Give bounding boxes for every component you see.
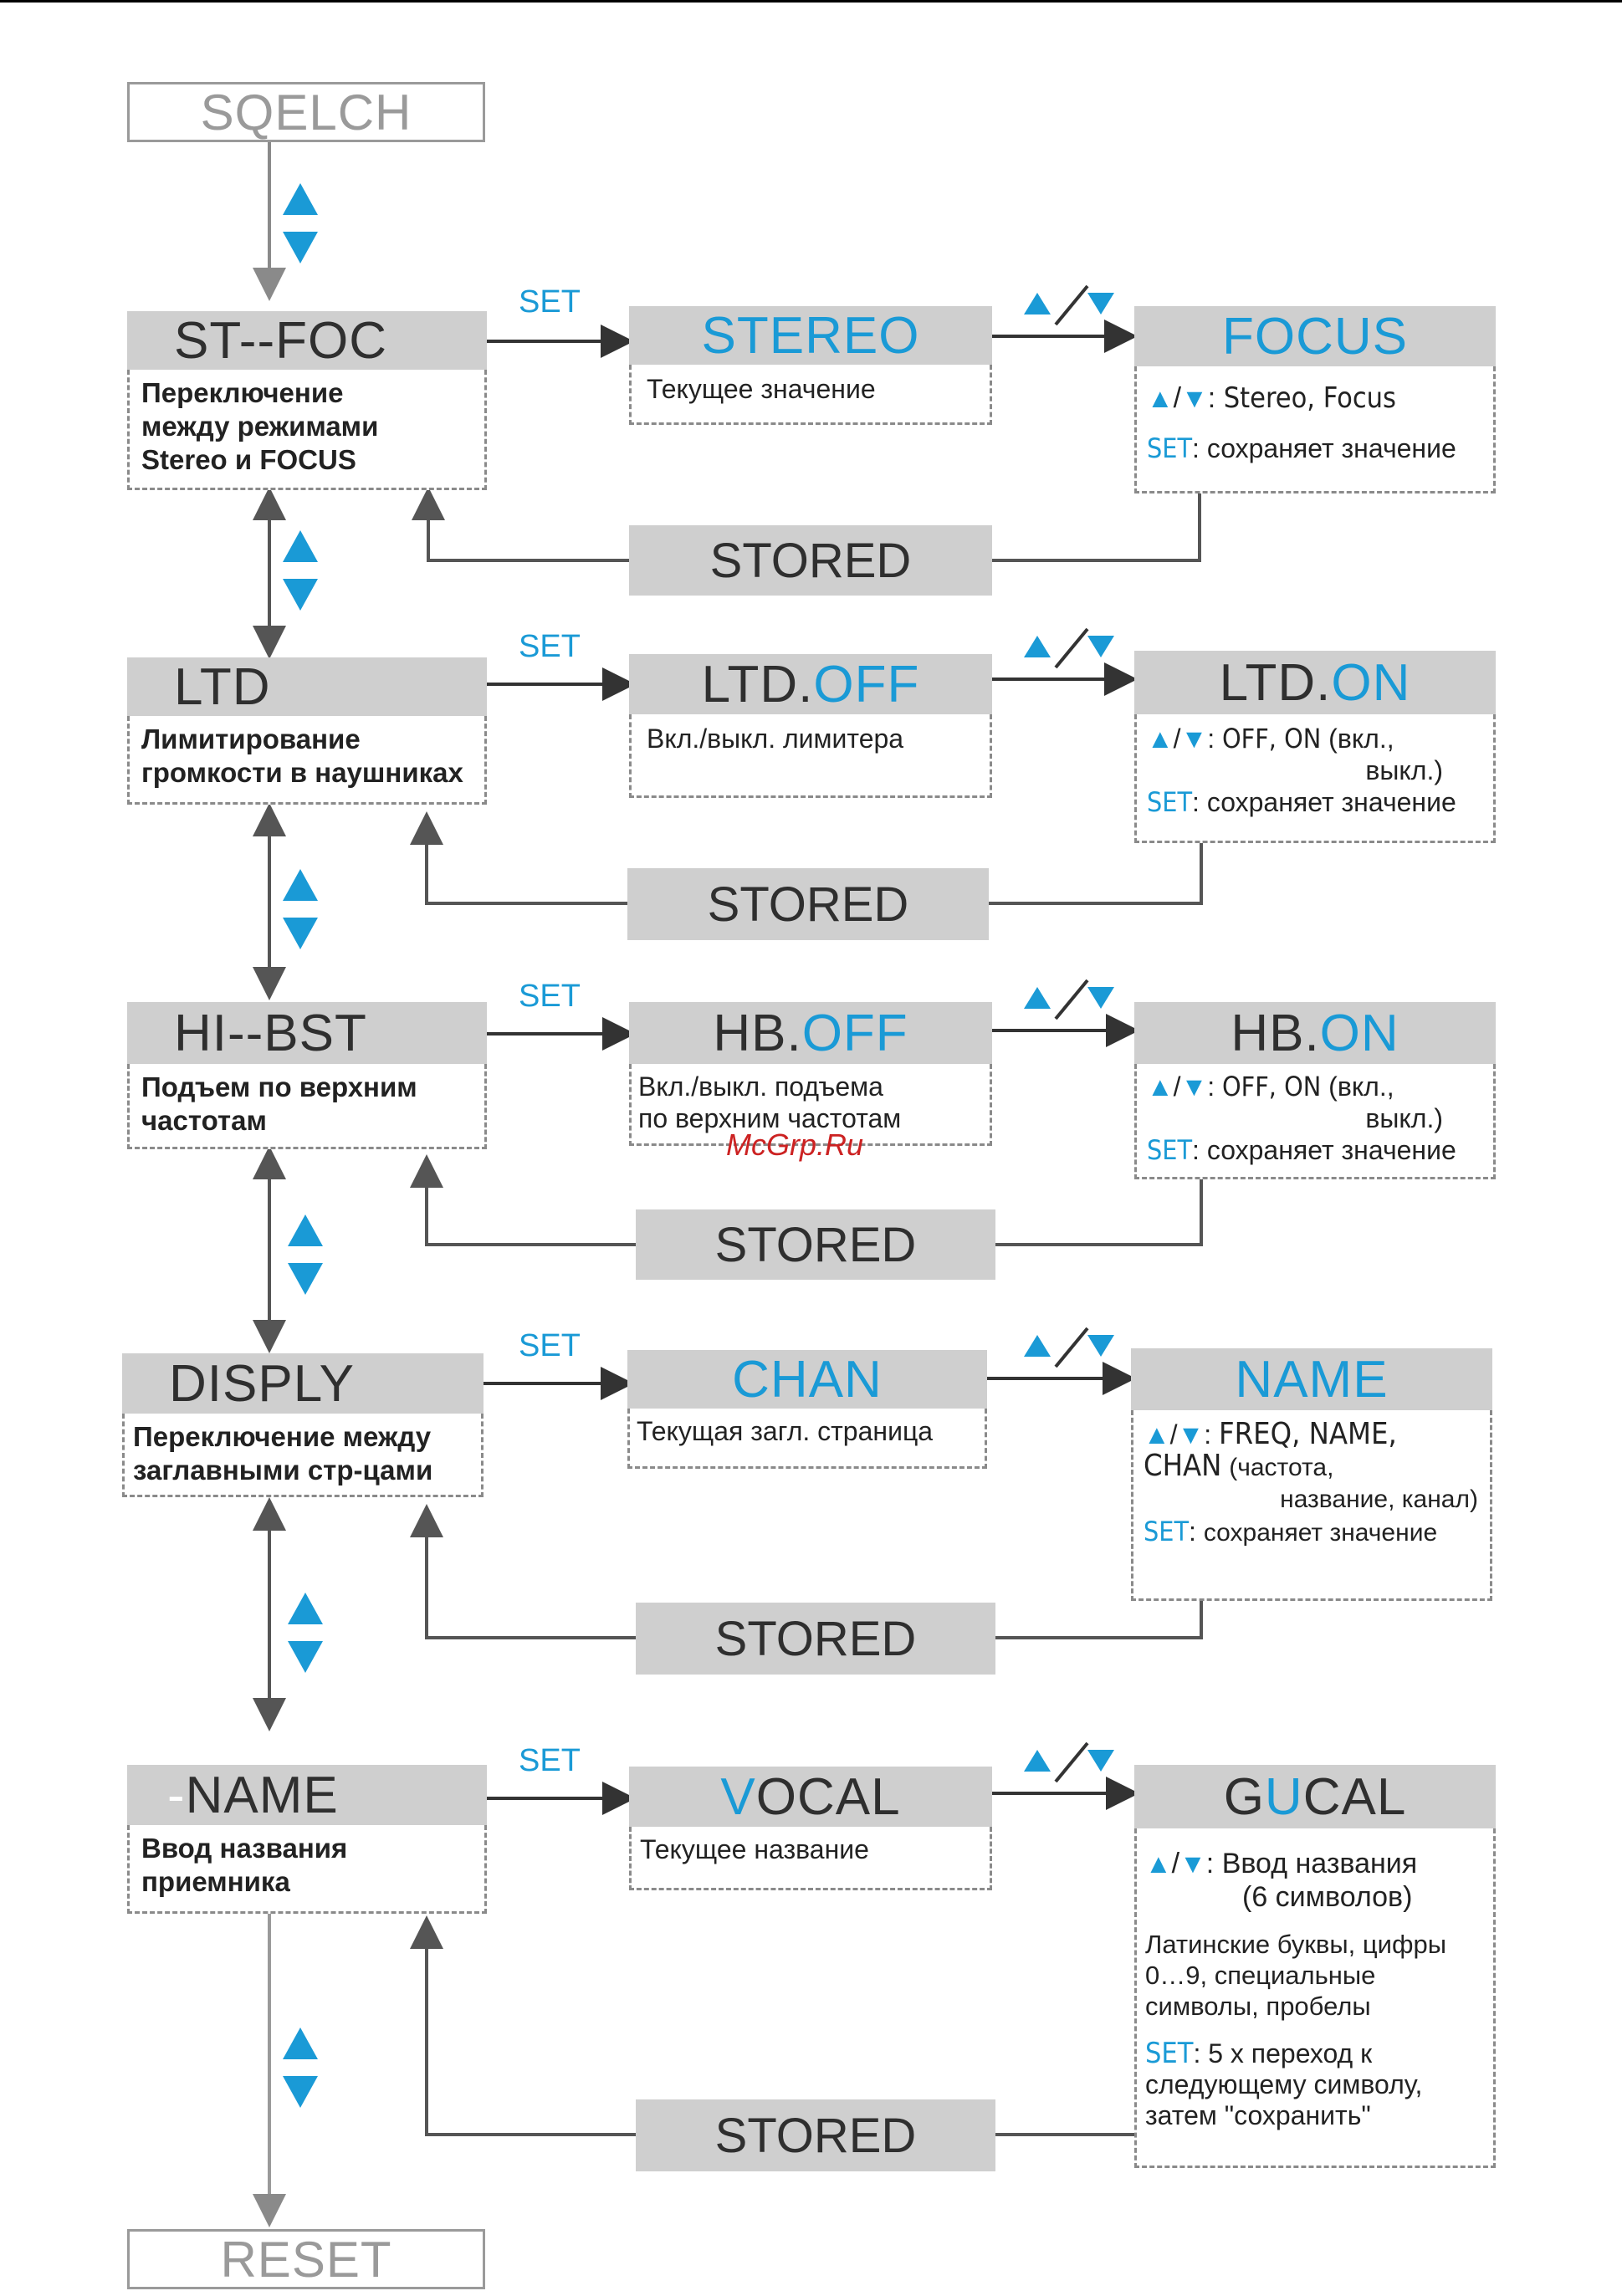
set-label: SET (519, 284, 581, 320)
down-arrow-icon: ▼ (1181, 383, 1208, 413)
set-label: SET (519, 1328, 581, 1363)
down-arrow-icon: ▼ (1177, 1419, 1205, 1450)
up-down-icon (279, 2024, 321, 2112)
stored-indicator: STORED (636, 2099, 995, 2171)
up-down-icon (279, 180, 321, 268)
option-value-ltd-on: LTD. ON (1134, 651, 1496, 714)
down-arrow-icon: ▼ (1179, 1849, 1206, 1879)
current-value-ltd-off: LTD.OFF (629, 654, 992, 714)
up-down-icon (284, 1211, 326, 1299)
option-value-hb-on: HB. ON (1134, 1002, 1496, 1064)
current-value-description: Вкл./выкл. лимитера (629, 714, 992, 798)
option-description: ▲/▼: OFF, ON (вкл., выкл.) SET: сохраняе… (1134, 714, 1496, 843)
menu-item-disply[interactable]: DISPLY (122, 1353, 484, 1414)
up-arrow-icon: ▲ (1147, 383, 1174, 413)
up-arrow-icon: ▲ (1144, 1419, 1170, 1450)
menu-item-ltd[interactable]: LTD (127, 657, 487, 716)
up-down-icon (284, 1589, 326, 1677)
option-description: ▲/▼: Stereo, Focus SET: сохраняет значен… (1134, 366, 1496, 493)
up-down-icon (279, 527, 321, 615)
current-value-chan: CHAN (627, 1350, 987, 1409)
menu-item-st-foc[interactable]: ST--FOC (127, 311, 487, 370)
set-label: SET (519, 629, 581, 664)
option-value-focus: FOCUS (1134, 306, 1496, 366)
menu-item-name[interactable]: -NAME (127, 1765, 487, 1825)
set-label: SET (519, 979, 581, 1014)
menu-item-reset[interactable]: RESET (127, 2229, 485, 2289)
down-arrow-icon: ▼ (1180, 724, 1208, 754)
top-rule (0, 0, 1622, 3)
option-value-name: NAME (1131, 1348, 1492, 1410)
current-value-description: Текущая загл. страница (627, 1409, 987, 1469)
menu-item-sqelch[interactable]: SQELCH (127, 82, 485, 142)
option-description: ▲/▼: OFF, ON (вкл., выкл.) SET: сохраняе… (1134, 1064, 1496, 1179)
up-down-icon (279, 866, 321, 954)
stored-indicator: STORED (629, 525, 992, 596)
current-value-description: Текущее значение (629, 365, 992, 425)
current-value-description: Текущее название (629, 1827, 992, 1890)
up-arrow-icon: ▲ (1145, 1849, 1172, 1879)
stored-indicator: STORED (627, 868, 989, 940)
option-description: ▲/▼: Ввод названия (6 символов) Латински… (1134, 1828, 1496, 2168)
down-arrow-icon: ▼ (1180, 1071, 1208, 1102)
stored-indicator: STORED (636, 1209, 995, 1280)
up-arrow-icon: ▲ (1147, 724, 1174, 754)
option-description: ▲/▼: FREQ, NAME, CHAN (частота, название… (1131, 1410, 1492, 1601)
current-value-hb-off: HB.OFF (629, 1002, 992, 1064)
menu-item-hi-bst[interactable]: HI--BST (127, 1002, 487, 1064)
up-arrow-icon: ▲ (1147, 1071, 1174, 1102)
current-value-stereo: STEREO (629, 306, 992, 365)
watermark: McGrp.Ru (726, 1128, 864, 1162)
stored-indicator: STORED (636, 1603, 995, 1675)
set-label: SET (519, 1743, 581, 1778)
